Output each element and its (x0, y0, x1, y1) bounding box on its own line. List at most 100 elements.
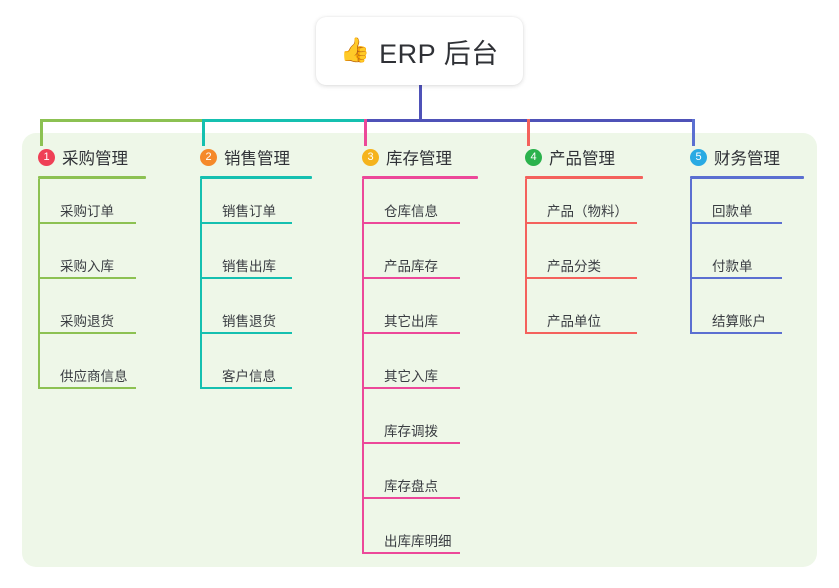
column-header-rule-3 (362, 176, 478, 179)
leaf-label: 其它入库 (384, 369, 438, 384)
leaf-rule (690, 277, 782, 279)
list-item[interactable]: 产品（物料） (525, 179, 643, 234)
list-item[interactable]: 回款单 (690, 179, 804, 234)
leaf-rule (362, 552, 460, 554)
leaf-rule (38, 387, 136, 389)
leaf-rule (38, 332, 136, 334)
column-badge-3: 3 (362, 148, 379, 166)
list-item[interactable]: 供应商信息 (38, 344, 146, 399)
branch-drop-1 (40, 119, 43, 146)
column-badge-1: 1 (38, 148, 55, 166)
leaf-label: 产品库存 (384, 259, 438, 274)
root-node[interactable]: 👍 ERP 后台 (316, 17, 523, 85)
leaf-rule (200, 277, 292, 279)
leaf-label: 仓库信息 (384, 204, 438, 219)
leaf-rule (38, 222, 136, 224)
column-title-2: 销售管理 (224, 150, 290, 168)
list-item[interactable]: 仓库信息 (362, 179, 478, 234)
column-4: 4 产品管理产品（物料） 产品分类产品单位 (525, 146, 643, 344)
column-header-4[interactable]: 4 产品管理 (525, 146, 643, 168)
leaf-label: 采购入库 (60, 259, 114, 274)
leaf-spine-2 (200, 179, 202, 389)
list-item[interactable]: 产品单位 (525, 289, 643, 344)
column-header-rule-1 (38, 176, 146, 179)
leaf-rule (525, 222, 637, 224)
column-header-rule-4 (525, 176, 643, 179)
list-item[interactable]: 付款单 (690, 234, 804, 289)
bus-segment-3 (364, 119, 530, 122)
list-item[interactable]: 产品库存 (362, 234, 478, 289)
leaf-rule (525, 332, 637, 334)
leaf-label: 产品分类 (547, 259, 601, 274)
branch-drop-2 (202, 119, 205, 146)
leaf-rule (362, 442, 460, 444)
column-badge-4: 4 (525, 148, 542, 166)
leaf-list-4: 产品（物料） 产品分类产品单位 (525, 179, 643, 344)
leaf-label: 库存盘点 (384, 479, 438, 494)
column-header-1[interactable]: 1 采购管理 (38, 146, 146, 168)
bus-segment-2 (202, 119, 367, 122)
leaf-rule (200, 387, 292, 389)
leaf-label: 产品单位 (547, 314, 601, 329)
column-1: 1 采购管理采购订单采购入库采购退货供应商信息 (38, 146, 146, 399)
leaf-list-2: 销售订单销售出库销售退货客户信息 (200, 179, 312, 399)
leaf-rule (525, 277, 637, 279)
column-badge-5: 5 (690, 148, 707, 166)
list-item[interactable]: 结算账户 (690, 289, 804, 344)
leaf-rule (362, 277, 460, 279)
leaf-label: 销售出库 (222, 259, 276, 274)
leaf-rule (362, 332, 460, 334)
list-item[interactable]: 采购退货 (38, 289, 146, 344)
list-item[interactable]: 客户信息 (200, 344, 312, 399)
list-item[interactable]: 库存调拨 (362, 399, 478, 454)
bus-segment-1 (40, 119, 205, 122)
bus-segment-4 (527, 119, 695, 122)
leaf-rule (38, 277, 136, 279)
leaf-label: 销售订单 (222, 204, 276, 219)
branch-drop-3 (364, 119, 367, 146)
leaf-spine-5 (690, 179, 692, 334)
leaf-label: 结算账户 (712, 314, 766, 329)
leaf-spine-3 (362, 179, 364, 554)
root-node-title: ERP 后台 (379, 38, 499, 69)
leaf-list-1: 采购订单采购入库采购退货供应商信息 (38, 179, 146, 399)
diagram-panel (22, 133, 817, 567)
branch-drop-4 (527, 119, 530, 146)
leaf-rule (362, 222, 460, 224)
leaf-spine-4 (525, 179, 527, 334)
leaf-rule (200, 332, 292, 334)
column-header-rule-2 (200, 176, 312, 179)
list-item[interactable]: 其它入库 (362, 344, 478, 399)
column-title-4: 产品管理 (549, 150, 615, 168)
leaf-rule (690, 332, 782, 334)
leaf-label: 库存调拨 (384, 424, 438, 439)
list-item[interactable]: 其它出库 (362, 289, 478, 344)
leaf-label: 付款单 (712, 259, 753, 274)
list-item[interactable]: 采购入库 (38, 234, 146, 289)
root-stem (419, 85, 422, 122)
column-header-3[interactable]: 3 库存管理 (362, 146, 478, 168)
leaf-label: 其它出库 (384, 314, 438, 329)
leaf-label: 出库库明细 (384, 534, 452, 549)
list-item[interactable]: 销售退货 (200, 289, 312, 344)
leaf-rule (690, 222, 782, 224)
list-item[interactable]: 采购订单 (38, 179, 146, 234)
leaf-label: 供应商信息 (60, 369, 128, 384)
leaf-label: 产品（物料） (547, 204, 628, 219)
column-title-1: 采购管理 (62, 150, 128, 168)
column-3: 3 库存管理仓库信息产品库存其它出库其它入库库存调拨库存盘点出库库明细 (362, 146, 478, 564)
list-item[interactable]: 产品分类 (525, 234, 643, 289)
branch-drop-5 (692, 119, 695, 146)
list-item[interactable]: 销售出库 (200, 234, 312, 289)
leaf-label: 采购订单 (60, 204, 114, 219)
list-item[interactable]: 库存盘点 (362, 454, 478, 509)
column-title-3: 库存管理 (386, 150, 452, 168)
leaf-rule (362, 497, 460, 499)
list-item[interactable]: 出库库明细 (362, 509, 478, 564)
list-item[interactable]: 销售订单 (200, 179, 312, 234)
leaf-list-5: 回款单付款单结算账户 (690, 179, 804, 344)
